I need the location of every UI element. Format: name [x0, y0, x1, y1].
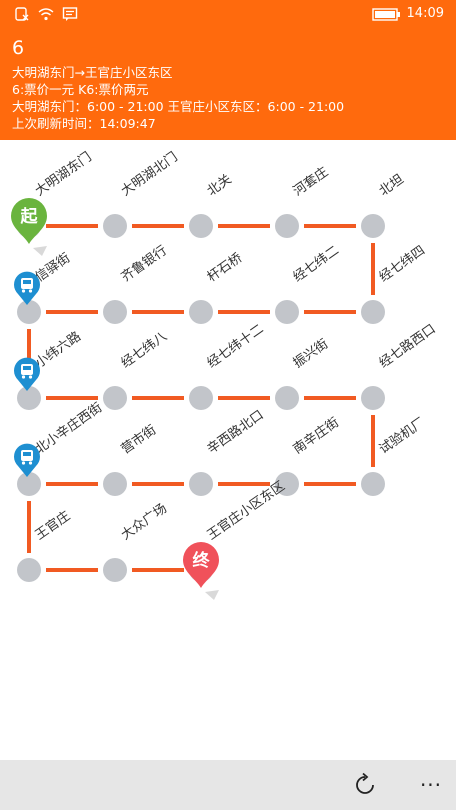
stop-dot	[17, 472, 41, 496]
bus-icon	[14, 443, 40, 477]
stop-label: 大明湖东门	[33, 150, 95, 200]
pin-label: 终	[193, 550, 211, 571]
stop-dot	[103, 300, 127, 324]
stop-label: 北坦	[377, 172, 407, 199]
refresh-button[interactable]	[348, 768, 382, 802]
pin-body	[183, 542, 219, 588]
stop-dot	[103, 558, 127, 582]
more-button[interactable]: ···	[419, 773, 443, 797]
stop-label: 经七纬四	[377, 243, 428, 285]
stop-dot	[361, 472, 385, 496]
stop-label: 营市街	[118, 422, 159, 457]
end-marker: 终	[183, 542, 219, 600]
stop-label: 北小辛庄西街	[32, 399, 105, 457]
stop-dot	[361, 300, 385, 324]
stop-label: 杆石桥	[205, 251, 246, 286]
stop-label: 经七纬八	[119, 329, 170, 371]
status-bar: 14:09	[0, 0, 456, 30]
stop-dot	[103, 472, 127, 496]
route-fare: 6:票价一元 K6:票价两元	[12, 82, 149, 97]
start-marker: 起	[11, 198, 47, 256]
stop-label: 王官庄小区东区	[204, 478, 288, 543]
stop-dot	[361, 386, 385, 410]
refresh-icon	[356, 772, 374, 794]
stop-node[interactable]: 经七路西口	[361, 321, 439, 410]
bus-wheel	[21, 461, 26, 465]
message-icon	[62, 7, 78, 21]
stop-dot	[361, 214, 385, 238]
bus-window	[23, 366, 31, 370]
stop-dot	[275, 472, 299, 496]
stop-label: 小纬六路	[32, 328, 84, 371]
stop-label: 北关	[205, 172, 235, 199]
stop-label: 经七路西口	[376, 321, 438, 371]
stop-dot	[17, 300, 41, 324]
stop-dot	[189, 386, 213, 410]
route-map: 大明湖东门大明湖北门北关河套庄北坦经七纬四经七纬二杆石桥齐鲁银行信驿街小纬六路经…	[0, 140, 456, 760]
stop-label: 南辛庄街	[290, 414, 342, 457]
battery-icon	[372, 8, 400, 21]
stop-dot	[17, 386, 41, 410]
bus-wheel	[28, 375, 33, 379]
wifi-icon	[38, 8, 54, 21]
route-diagram: 大明湖东门大明湖北门北关河套庄北坦经七纬四经七纬二杆石桥齐鲁银行信驿街小纬六路经…	[11, 150, 439, 600]
bus-window	[23, 452, 31, 456]
bus-window	[23, 280, 31, 284]
stop-dot	[189, 300, 213, 324]
pin-body	[11, 198, 47, 244]
stop-node[interactable]: 北坦	[361, 172, 407, 238]
bus-icon	[14, 271, 41, 305]
bus-wheel	[28, 461, 33, 465]
bus-wheel	[21, 289, 26, 293]
stop-label: 河套庄	[290, 164, 331, 199]
stop-label: 试验机厂	[376, 414, 428, 457]
route-number: 6	[12, 37, 25, 59]
stop-dot	[189, 472, 213, 496]
bus-icon	[14, 357, 40, 391]
stop-label: 齐鲁银行	[118, 242, 170, 285]
stop-dot	[103, 214, 127, 238]
stop-label: 经七纬十二	[205, 322, 267, 372]
stop-label: 大明湖北门	[119, 150, 181, 200]
stop-label: 大众广场	[119, 501, 170, 543]
stop-dot	[103, 386, 127, 410]
bus-wheel	[21, 375, 26, 379]
pin-shadow	[33, 246, 47, 256]
stop-dot	[275, 300, 299, 324]
last-refresh: 上次刷新时间：14:09:47	[12, 116, 156, 131]
missed-call-icon	[15, 7, 29, 21]
route-hours: 大明湖东门：6:00 - 21:00 王官庄小区东区：6:00 - 21:00	[12, 99, 345, 114]
stop-dot	[275, 214, 299, 238]
stop-label: 辛西路北口	[204, 407, 266, 457]
stop-label: 振兴街	[291, 337, 332, 372]
route-header: 6 大明湖东门→王官庄小区东区 6:票价一元 K6:票价两元 大明湖东门：6:0…	[0, 30, 456, 140]
pin-label: 起	[20, 206, 39, 227]
stop-node[interactable]: 北关	[189, 172, 235, 238]
stop-dot	[189, 214, 213, 238]
app-bar: ···	[0, 760, 456, 810]
stop-dot	[275, 386, 299, 410]
clock: 14:09	[406, 6, 444, 21]
pin-shadow	[205, 590, 219, 600]
stop-dot	[17, 558, 41, 582]
route-direction: 大明湖东门→王官庄小区东区	[12, 65, 173, 80]
stop-label: 王官庄	[32, 508, 73, 543]
bus-wheel	[28, 289, 33, 293]
stop-label: 经七纬二	[291, 243, 342, 285]
